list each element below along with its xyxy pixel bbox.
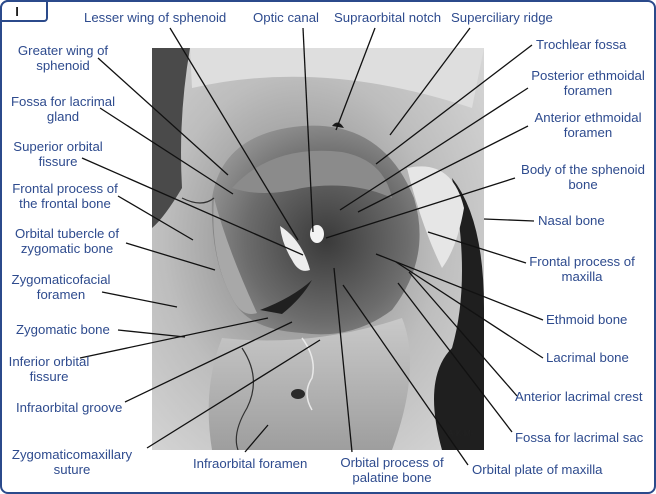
label-inferior-orbital-fissure-line2: fissure	[29, 369, 69, 384]
inferior-orbital-fissure-shape	[260, 280, 312, 314]
label-orbital-tubercle-line2: zygomatic bone	[20, 241, 114, 256]
plate-number: I	[15, 4, 19, 19]
label-greater-wing-line1: Greater wing of	[17, 43, 109, 58]
label-zygomaticomaxillary-line1: Zygomaticomaxillary	[11, 447, 133, 462]
label-superior-orbital-fissure-line2: fissure	[38, 154, 78, 169]
label-anterior-lacrimal-crest: Anterior lacrimal crest	[515, 389, 643, 404]
label-greater-wing-sphenoid: Greater wing of sphenoid	[8, 43, 118, 73]
label-frontal-process-maxilla-line2: maxilla	[561, 269, 603, 284]
label-superior-orbital-fissure: Superior orbital fissure	[6, 139, 110, 169]
label-infraorbital-groove: Infraorbital groove	[16, 400, 123, 415]
label-posterior-ethmoidal-foramen: Posterior ethmoidal foramen	[526, 68, 650, 98]
label-fossa-lacrimal-gland-line2: gland	[46, 109, 80, 124]
label-supraorbital-notch: Supraorbital notch	[334, 10, 442, 25]
label-orbital-plate-maxilla: Orbital plate of maxilla	[472, 462, 603, 477]
label-anterior-ethmoidal-line2: foramen	[563, 125, 613, 140]
label-anterior-ethmoidal-line1: Anterior ethmoidal	[534, 110, 642, 125]
label-body-of-sphenoid: Body of the sphenoid bone	[518, 162, 648, 192]
label-fossa-lacrimal-gland-line1: Fossa for lacrimal	[10, 94, 116, 109]
plate-tab: I	[0, 0, 48, 22]
label-lesser-wing: Lesser wing of sphenoid	[84, 10, 227, 25]
label-zygomaticofacial-line2: foramen	[36, 287, 86, 302]
label-orbital-tubercle-line1: Orbital tubercle of	[14, 226, 120, 241]
label-anterior-ethmoidal-foramen: Anterior ethmoidal foramen	[526, 110, 650, 140]
infraorbital-foramen-shape	[291, 389, 305, 399]
label-orbital-tubercle: Orbital tubercle of zygomatic bone	[6, 226, 128, 256]
label-zygomaticofacial-line1: Zygomaticofacial	[11, 272, 111, 287]
label-frontal-process-frontal-line1: Frontal process of	[12, 181, 118, 196]
label-frontal-process-frontal-line2: the frontal bone	[19, 196, 111, 211]
label-orbital-process-palatine-line2: palatine bone	[352, 470, 432, 485]
label-frontal-process-maxilla-line1: Frontal process of	[529, 254, 635, 269]
label-orbital-process-palatine-line1: Orbital process of	[340, 455, 444, 470]
orbit-photograph: A·K·M·	[152, 48, 484, 450]
label-zygomaticomaxillary-line2: suture	[53, 462, 91, 477]
lateral-orbital-wall	[213, 198, 257, 314]
label-infraorbital-foramen: Infraorbital foramen	[193, 456, 308, 471]
label-greater-wing-line2: sphenoid	[36, 58, 90, 73]
optic-canal-opening	[310, 225, 324, 243]
label-body-sphenoid-line2: bone	[568, 177, 598, 192]
label-posterior-ethmoidal-line2: foramen	[563, 83, 613, 98]
label-fossa-lacrimal-gland: Fossa for lacrimal gland	[8, 94, 118, 124]
label-inferior-orbital-fissure-line1: Inferior orbital	[8, 354, 90, 369]
label-superior-orbital-fissure-line1: Superior orbital	[13, 139, 103, 154]
label-superciliary-ridge: Superciliary ridge	[451, 10, 553, 25]
label-trochlear-fossa: Trochlear fossa	[536, 37, 627, 52]
label-fossa-lacrimal-sac: Fossa for lacrimal sac	[515, 430, 644, 445]
label-body-sphenoid-line1: Body of the sphenoid	[521, 162, 645, 177]
label-optic-canal: Optic canal	[253, 10, 319, 25]
label-orbital-process-palatine: Orbital process of palatine bone	[336, 455, 448, 485]
label-frontal-process-frontal: Frontal process of the frontal bone	[6, 181, 124, 211]
label-frontal-process-maxilla: Frontal process of maxilla	[526, 254, 638, 284]
label-zygomaticomaxillary-suture: Zygomaticomaxillary suture	[6, 447, 138, 477]
label-ethmoid-bone: Ethmoid bone	[546, 312, 628, 327]
engraver-mark: A·K·M·	[448, 429, 473, 438]
label-zygomaticofacial-foramen: Zygomaticofacial foramen	[6, 272, 116, 302]
label-zygomatic-bone: Zygomatic bone	[16, 322, 110, 337]
label-posterior-ethmoidal-line1: Posterior ethmoidal	[531, 68, 645, 83]
label-inferior-orbital-fissure: Inferior orbital fissure	[6, 354, 92, 384]
label-lacrimal-bone: Lacrimal bone	[546, 350, 629, 365]
label-nasal-bone: Nasal bone	[538, 213, 605, 228]
